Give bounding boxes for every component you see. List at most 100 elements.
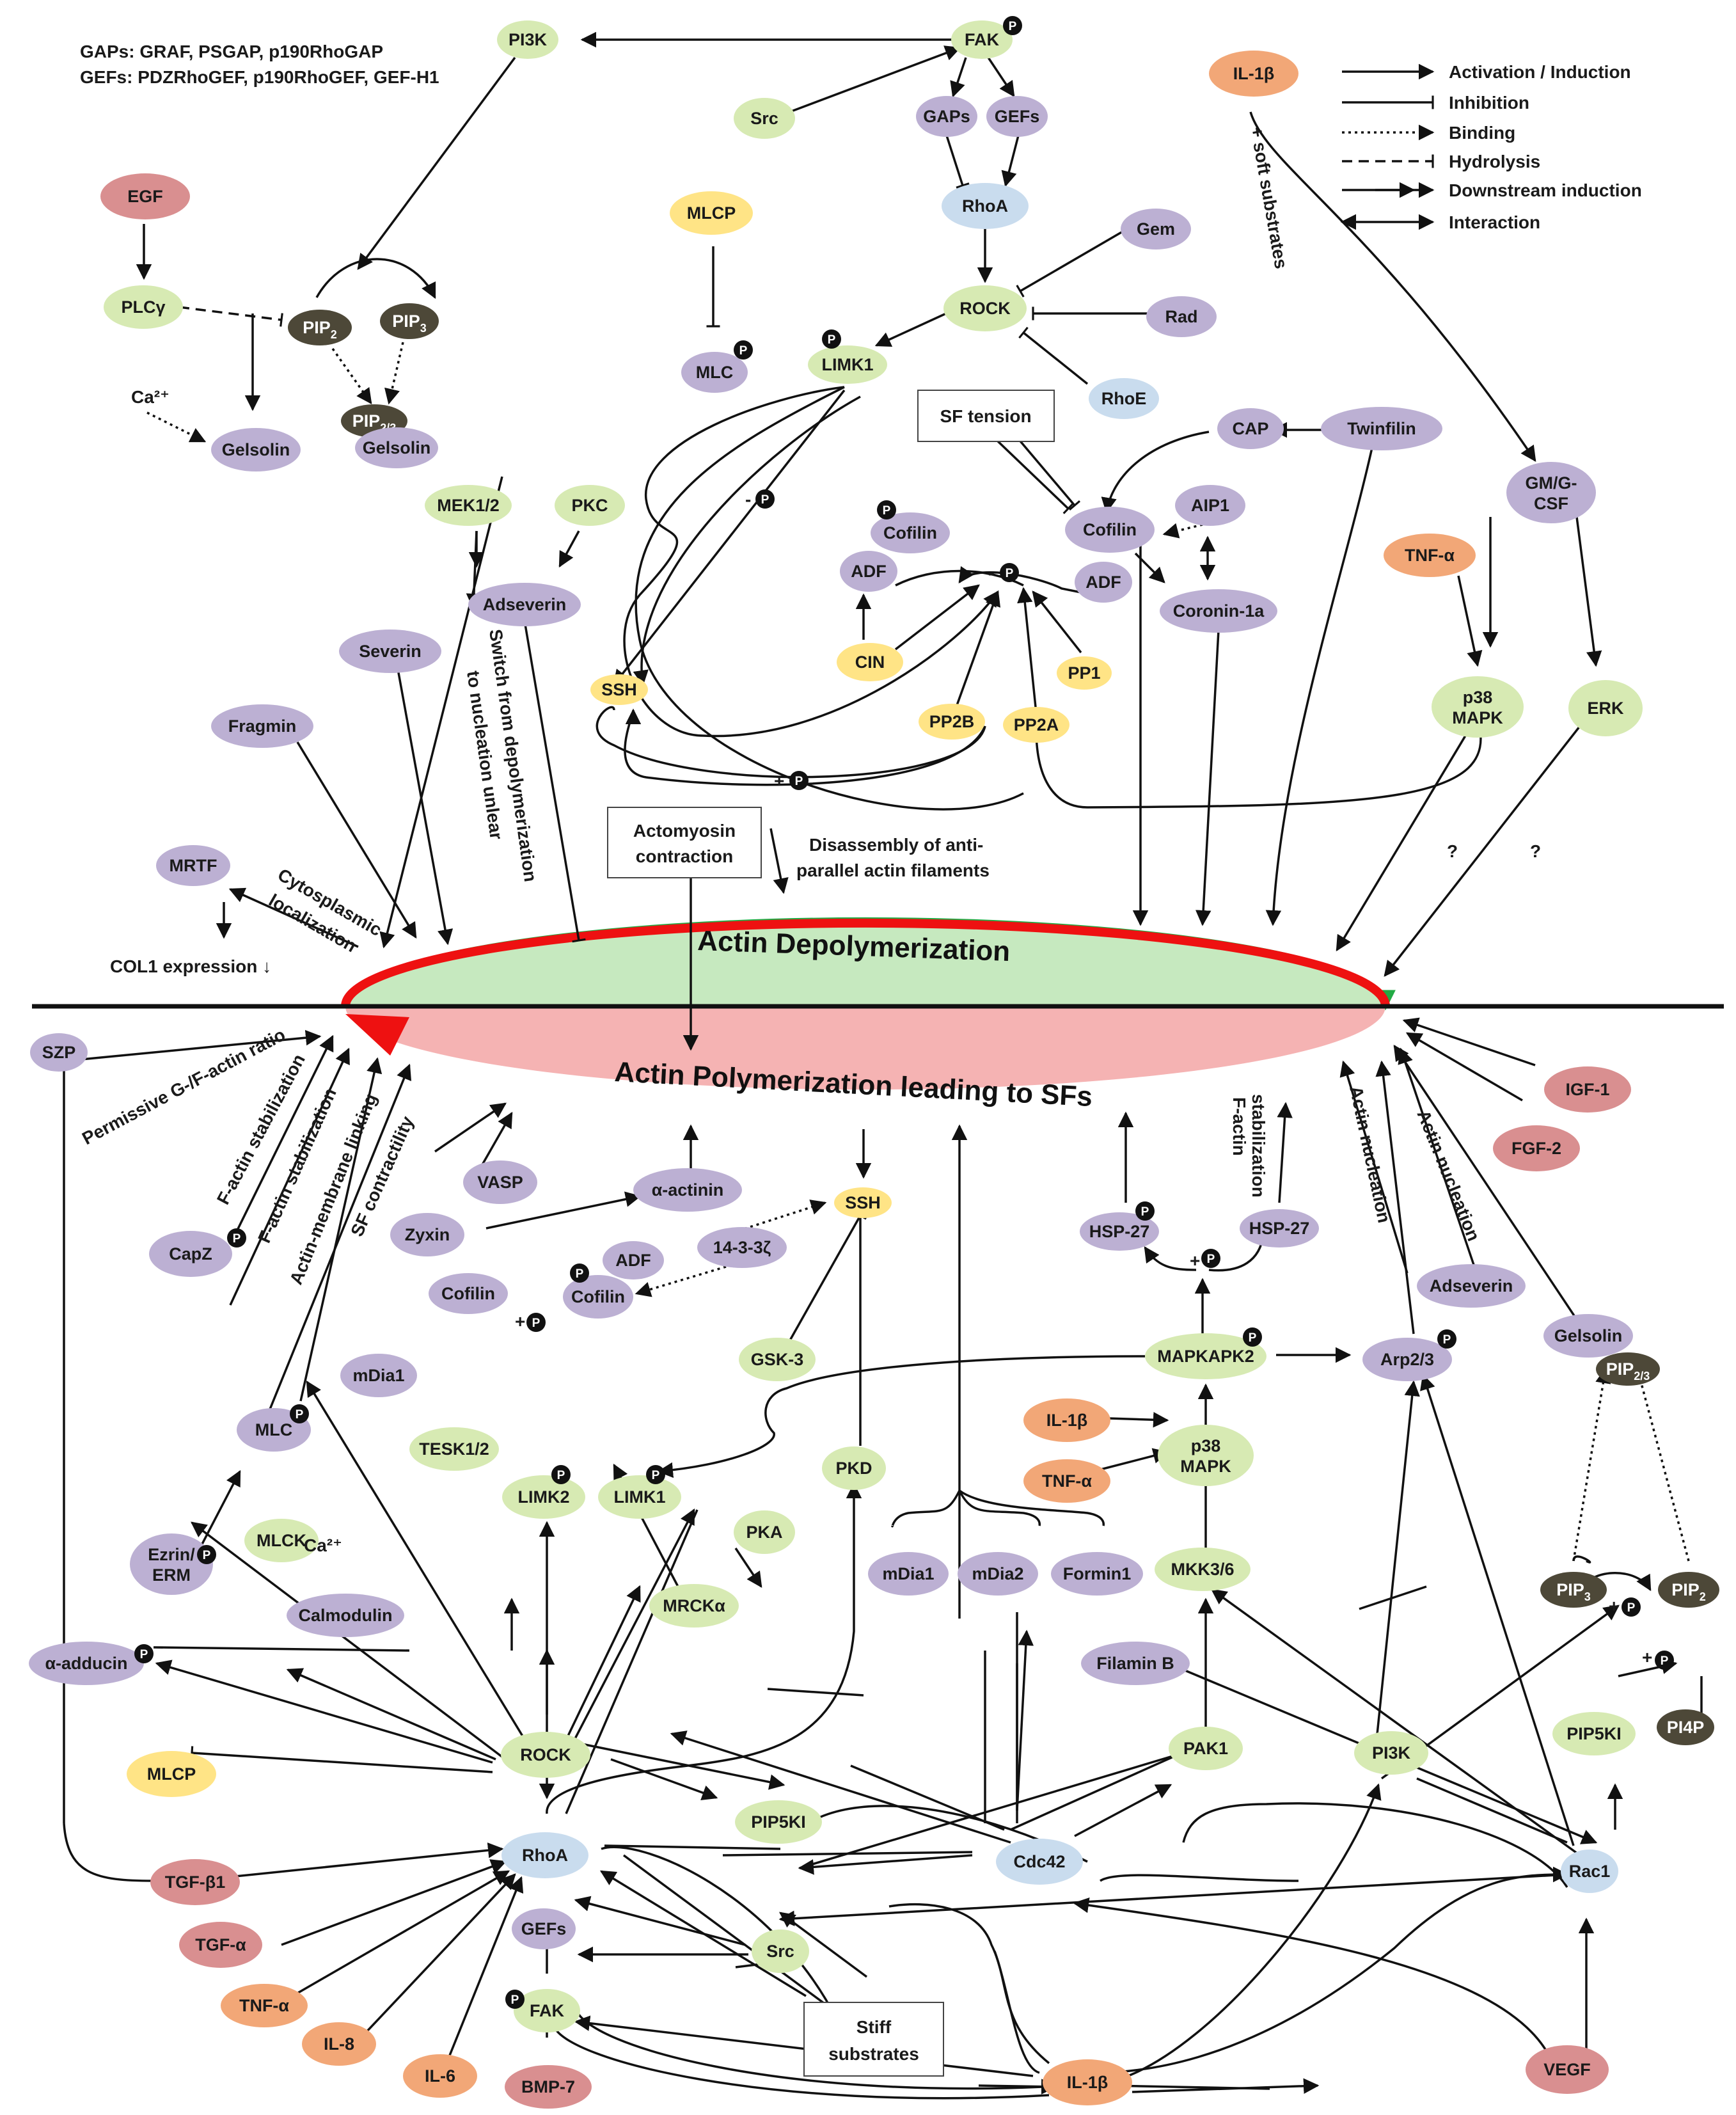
- node-label: TNF-α: [1042, 1471, 1092, 1491]
- stiff-substrates-box: [803, 2002, 944, 2077]
- node-gaps: GAPs: [916, 96, 977, 137]
- node-label: mDia1: [352, 1366, 404, 1385]
- phospho-badge: P: [1437, 1329, 1456, 1349]
- node-mlc-top: MLC: [681, 352, 748, 393]
- node-limk1-bot: LIMK1: [598, 1475, 681, 1519]
- node-adf-top2: ADF: [1075, 562, 1132, 603]
- calcium-note-2: Ca²⁺: [304, 1535, 342, 1555]
- node-label: Formin1: [1063, 1564, 1132, 1583]
- node-label: CapZ: [169, 1244, 212, 1263]
- node-pka: PKA: [734, 1510, 795, 1554]
- node-label: GM/G-: [1526, 473, 1577, 493]
- node-label: IL-1β: [1067, 2073, 1108, 2092]
- node-mrtf: MRTF: [156, 845, 230, 886]
- node-label: FAK: [530, 2001, 565, 2020]
- phospho-badge: P: [822, 329, 841, 349]
- node-pip2-top: PIP2: [288, 310, 352, 345]
- legend-graphics: [1340, 63, 1435, 230]
- svg-text:P: P: [739, 344, 748, 358]
- node-label: Cofilin: [441, 1284, 495, 1303]
- svg-text:P: P: [1627, 1601, 1636, 1615]
- phospho-badge: P: [877, 500, 896, 519]
- node-pak1: PAK1: [1169, 1727, 1243, 1770]
- node-label: ADF: [615, 1251, 651, 1270]
- node-cdc42: Cdc42: [996, 1839, 1083, 1885]
- node-rock-top: ROCK: [943, 285, 1027, 331]
- node-label: CIN: [855, 653, 885, 672]
- node-label: TNF-α: [239, 1996, 289, 2015]
- node-pp2b: PP2B: [919, 704, 985, 740]
- node-label: Adseverin: [1430, 1276, 1513, 1295]
- node-rac1: Rac1: [1561, 1850, 1618, 1893]
- node-mlck: MLCK: [244, 1519, 319, 1562]
- plus-p-3: +: [1190, 1251, 1200, 1271]
- node-label: MAPKAPK2: [1157, 1347, 1254, 1366]
- actin-polymerization-region: [341, 918, 1390, 1090]
- node-gefs-bot: GEFs: [512, 1908, 576, 1949]
- node-cap: CAP: [1217, 408, 1284, 449]
- node-label: Gelsolin: [1554, 1326, 1623, 1345]
- svg-text:P: P: [1443, 1333, 1451, 1347]
- gaps-line: GAPs: GRAF, PSGAP, p190RhoGAP: [80, 42, 383, 61]
- node-src-bot: Src: [752, 1929, 809, 1973]
- node-label: ROCK: [959, 299, 1011, 318]
- node-label: PKD: [835, 1459, 872, 1478]
- question-1: ?: [1447, 841, 1458, 861]
- node-label: Zyxin: [405, 1225, 450, 1244]
- node-tesk: TESK1/2: [409, 1427, 499, 1471]
- phospho-badge: P: [1201, 1249, 1220, 1268]
- node-mlcp-top: MLCP: [670, 191, 753, 235]
- node-label: PI3K: [1372, 1743, 1411, 1762]
- node-zyxin: Zyxin: [390, 1213, 464, 1256]
- actomyosin-box: [607, 807, 762, 878]
- node-rhoe: RhoE: [1089, 378, 1159, 419]
- node-label: LIMK2: [518, 1487, 570, 1507]
- node-pi3k-top: PI3K: [497, 20, 558, 59]
- col1-note: COL1 expression ↓: [110, 956, 271, 976]
- node-label: PIP5KI: [1566, 1724, 1622, 1743]
- node-label: Cofilin: [1083, 520, 1137, 539]
- svg-text:P: P: [296, 1408, 304, 1422]
- node-mkk: MKK3/6: [1155, 1548, 1251, 1591]
- node-gelsolin-bot: Gelsolin: [1543, 1314, 1633, 1358]
- svg-text:P: P: [576, 1267, 584, 1281]
- node-label-line-2: MAPK: [1452, 708, 1503, 727]
- node-tnfa-bot: TNF-α: [221, 1984, 308, 2027]
- stiff-label-2: substrates: [828, 2044, 919, 2064]
- node-limk1-top: LIMK1: [808, 345, 887, 384]
- node-label: IL-6: [425, 2066, 455, 2086]
- node-label-line-2: CSF: [1534, 494, 1568, 513]
- node-label: TNF-α: [1405, 546, 1455, 565]
- node-label: GEFs: [521, 1919, 567, 1938]
- node-label: MLC: [255, 1420, 292, 1439]
- node-erk: ERK: [1568, 680, 1643, 736]
- node-label: Fragmin: [228, 717, 297, 736]
- node-adducin: α-adducin: [29, 1642, 144, 1685]
- f-stab-note-3b: stabilization: [1249, 1094, 1268, 1198]
- svg-text:P: P: [1661, 1654, 1669, 1668]
- disassembly-note-2: parallel actin filaments: [796, 860, 990, 880]
- node-label: Cofilin: [883, 523, 937, 543]
- node-label: TESK1/2: [419, 1439, 489, 1459]
- gefs-line: GEFs: PDZRhoGEF, p190RhoGEF, GEF-H1: [80, 67, 439, 87]
- node-alpha-actinin: α-actinin: [633, 1168, 742, 1212]
- svg-text:P: P: [1006, 567, 1014, 580]
- plus-p-2: +: [515, 1311, 525, 1331]
- legend-inhibition: Inhibition: [1449, 93, 1529, 113]
- node-ssh-top: SSH: [590, 674, 648, 705]
- legend-binding: Binding: [1449, 123, 1515, 143]
- f-stab-note-3a: F-actin: [1229, 1097, 1249, 1156]
- node-label: RhoA: [522, 1846, 568, 1865]
- node-label: ADF: [851, 562, 887, 581]
- node-il6: IL-6: [403, 2054, 477, 2098]
- node-rad: Rad: [1146, 296, 1217, 337]
- node-pp2a: PP2A: [1003, 707, 1069, 743]
- node-adf-bot: ADF: [603, 1241, 664, 1279]
- node-label: PLCγ: [121, 297, 165, 317]
- node-adseverin-top: Adseverin: [468, 583, 581, 626]
- sf-tension-box: [917, 390, 1055, 442]
